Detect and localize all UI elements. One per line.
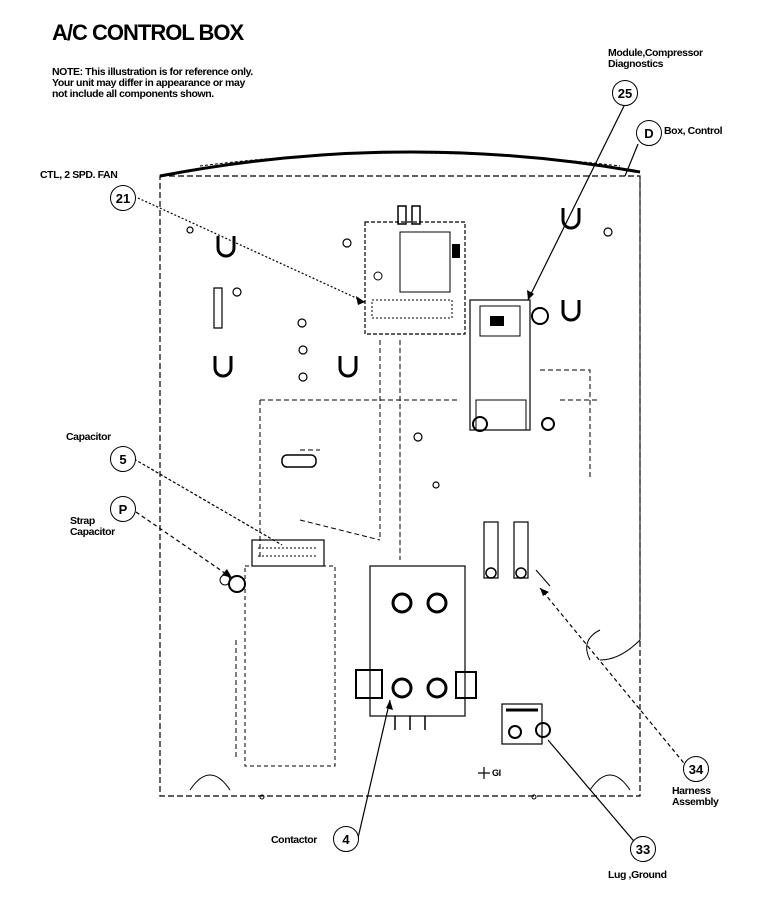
callout-label-ground-lug: Lug ,Ground [608, 869, 667, 881]
capacitor [219, 539, 336, 767]
compressor-module [469, 299, 555, 432]
callout-label-fan-control: CTL, 2 SPD. FAN [40, 169, 118, 181]
contactor [355, 565, 477, 730]
fan-control-board [364, 205, 466, 335]
callout-label-strap-capacitor: Strap Capacitor [70, 515, 115, 538]
wire-clips [213, 208, 581, 378]
ground-lug [501, 703, 551, 745]
reference-note: NOTE: This illustration is for reference… [52, 66, 253, 100]
harness-connector [483, 521, 551, 587]
callout-label-harness-assembly: Harness Assembly [672, 785, 719, 808]
callout-label-control-box: Box, Control [664, 125, 723, 137]
callout-bubble-d: D [636, 120, 662, 146]
mounting-holes [186, 226, 613, 489]
callout-label-contactor: Contactor [271, 834, 317, 846]
callout-bubble-21: 21 [110, 185, 136, 211]
page-title: A/C CONTROL BOX [52, 20, 244, 45]
callout-bubble-5: 5 [110, 446, 136, 472]
callout-bubble-34: 34 [683, 756, 709, 782]
callout-label-capacitor: Capacitor [66, 431, 111, 443]
wiring [235, 340, 600, 760]
callout-bubble-4: 4 [333, 826, 359, 852]
box-outline [159, 175, 641, 797]
leader-lines [133, 103, 689, 847]
callout-bubble-25: 25 [612, 80, 638, 106]
callout-bubble-33: 33 [630, 836, 656, 862]
callout-bubble-p: P [110, 496, 136, 522]
box-top-edge [159, 150, 641, 178]
callout-label-compressor-module: Module,Compressor Diagnostics [608, 47, 703, 70]
ground-symbol-label: GI [492, 768, 501, 778]
ground-symbol-icon [478, 767, 490, 779]
